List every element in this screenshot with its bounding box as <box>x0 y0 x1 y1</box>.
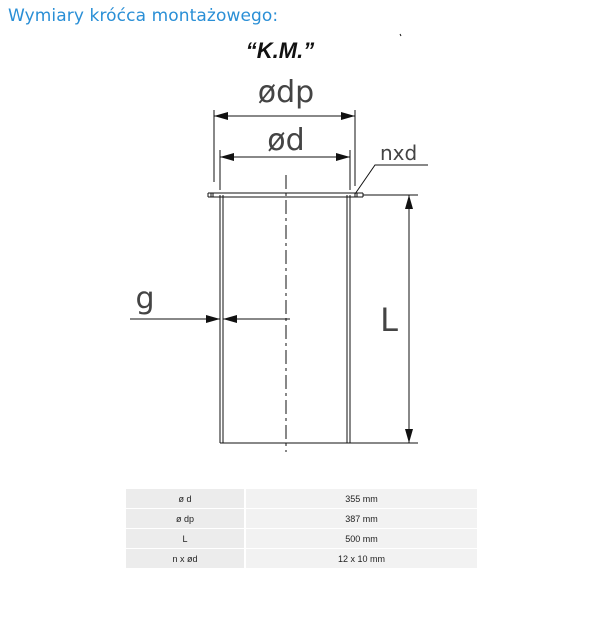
table-row: L 500 mm <box>126 528 477 549</box>
holes-label: nxd <box>380 141 417 165</box>
spec-value: 355 mm <box>245 489 477 509</box>
drawing-title: “K.M.” <box>246 38 314 63</box>
title-tick <box>399 33 402 37</box>
table-row: ø d 355 mm <box>126 489 477 509</box>
length-dimension <box>350 194 418 444</box>
holes-leader <box>354 164 428 195</box>
outer-diameter-label: ødp <box>258 75 314 110</box>
spec-value: 12 x 10 mm <box>245 548 477 569</box>
inner-diameter-dimension <box>219 150 351 190</box>
spec-key: ø dp <box>126 508 246 529</box>
technical-drawing: “K.M.” ødp ød nxd <box>130 33 428 452</box>
spec-value: 387 mm <box>245 508 477 529</box>
specifications-table: ø d 355 mm ø dp 387 mm L 500 mm n x ød 1… <box>126 489 477 569</box>
spec-key: ø d <box>126 489 246 509</box>
spec-key: L <box>126 528 246 549</box>
spec-key: n x ød <box>126 548 246 569</box>
thickness-label: g <box>135 281 154 316</box>
spec-value: 500 mm <box>245 528 477 549</box>
table-row: ø dp 387 mm <box>126 508 477 529</box>
inner-diameter-label: ød <box>267 123 304 158</box>
outer-diameter-dimension <box>213 110 356 186</box>
length-label: L <box>380 301 398 339</box>
table-row: n x ød 12 x 10 mm <box>126 548 477 569</box>
page-heading: Wymiary króćca montażowego: <box>8 6 279 26</box>
